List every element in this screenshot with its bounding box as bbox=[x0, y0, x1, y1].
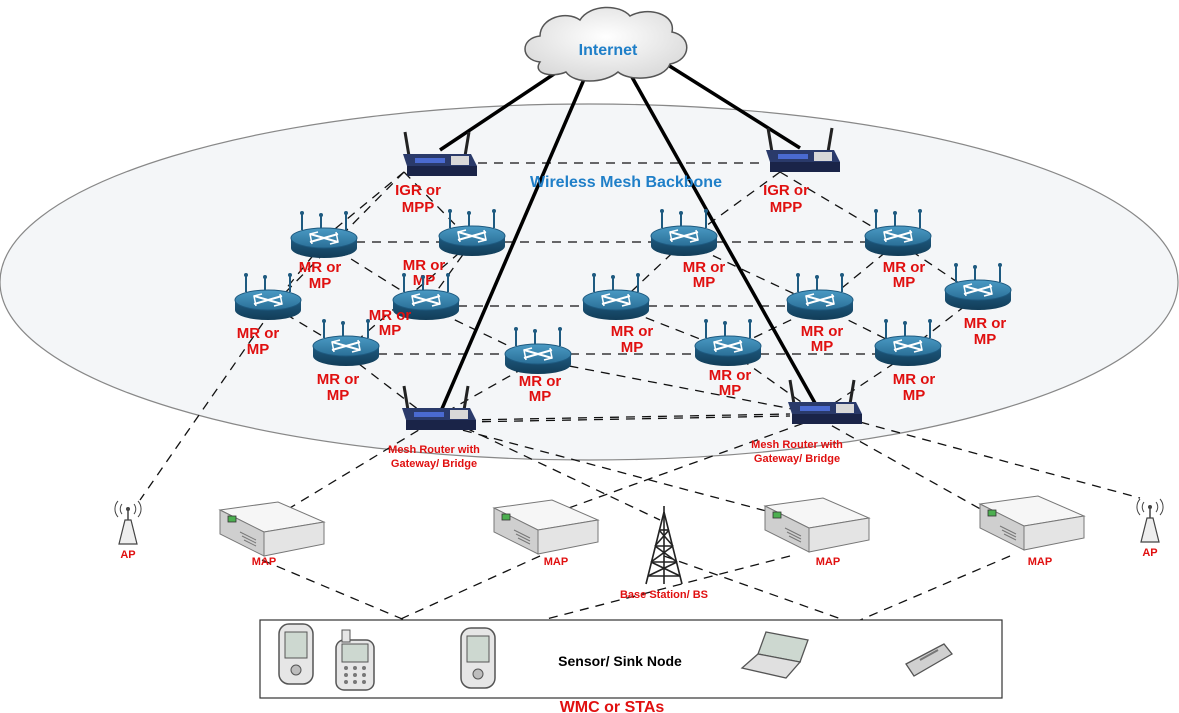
map-device: MAP bbox=[764, 497, 870, 568]
mobile-phone-device bbox=[905, 643, 953, 677]
map-device: MAP bbox=[493, 499, 599, 568]
mesh-backbone-ellipse bbox=[0, 103, 1179, 461]
mesh-router: MR or MP bbox=[944, 262, 1012, 348]
mr-label-line1: MR or bbox=[237, 325, 280, 342]
igr-router-left: IGR or MPP bbox=[395, 130, 479, 216]
mr-label-line2: MP bbox=[621, 339, 644, 356]
mr-label-line1: MR or bbox=[893, 371, 936, 388]
mesh-router: MR or MP bbox=[874, 318, 942, 404]
mr-label-line1: MR or bbox=[369, 307, 412, 324]
mesh-router: MR or MP bbox=[234, 272, 302, 358]
mr-label-line1: MR or bbox=[519, 373, 562, 390]
ap-label: AP bbox=[120, 549, 135, 561]
clients-label: WMC or STAs bbox=[560, 699, 665, 713]
map-device: MAP bbox=[979, 495, 1085, 568]
cell-phone-device bbox=[335, 629, 375, 691]
backbone-label: Wireless Mesh Backbone bbox=[530, 174, 722, 191]
map-label: MAP bbox=[252, 556, 276, 568]
mr-label-line2: MP bbox=[903, 387, 926, 404]
mesh-router: MR or MP bbox=[504, 326, 572, 405]
mr-label-line2: MP bbox=[529, 388, 552, 405]
internet-links bbox=[436, 58, 822, 419]
ap-label: AP bbox=[1142, 547, 1157, 559]
gateway-router-right: Mesh Router with Gateway/ Bridge bbox=[751, 378, 864, 465]
mr-label-line1: MR or bbox=[883, 259, 926, 276]
pda-device bbox=[460, 627, 496, 689]
mesh-router: MR or MP bbox=[582, 272, 654, 356]
base-station-label: Base Station/ BS bbox=[620, 589, 708, 601]
gateway-label-line2: Gateway/ Bridge bbox=[754, 453, 840, 465]
mr-label-line1: MR or bbox=[403, 257, 446, 274]
mr-label-line2: MP bbox=[309, 275, 332, 292]
mr-label-line1: MR or bbox=[709, 367, 752, 384]
gateway-label-line1: Mesh Router with bbox=[388, 444, 480, 456]
clients-box bbox=[259, 619, 1003, 699]
map-label: MAP bbox=[544, 556, 568, 568]
igr-router-right: IGR or MPP bbox=[763, 126, 842, 216]
mr-label-line2: MP bbox=[247, 341, 270, 358]
mesh-router: MR or MP bbox=[403, 208, 506, 289]
pda-device bbox=[278, 623, 314, 685]
igr-label-line1: IGR or bbox=[395, 182, 441, 199]
map-device: MAP bbox=[219, 501, 325, 568]
gateway-label-line2: Gateway/ Bridge bbox=[391, 458, 477, 470]
mr-label-line2: MP bbox=[379, 322, 402, 339]
map-label: MAP bbox=[1028, 556, 1052, 568]
gateway-label-line1: Mesh Router with bbox=[751, 439, 843, 451]
mr-label-line2: MP bbox=[811, 338, 834, 355]
base-station-tower bbox=[645, 506, 683, 585]
mesh-router: MR or MP bbox=[694, 318, 762, 399]
igr-label-line2: MPP bbox=[402, 199, 435, 216]
mr-label-line1: MR or bbox=[317, 371, 360, 388]
access-point-right: AP bbox=[1136, 498, 1164, 559]
sensor-node-label: Sensor/ Sink Node bbox=[558, 653, 682, 669]
mesh-router: MR or MP bbox=[864, 208, 932, 291]
internet-cloud: Internet bbox=[524, 6, 688, 82]
igr-label-line2: MPP bbox=[770, 199, 803, 216]
mesh-router: MR or MP bbox=[369, 272, 460, 339]
mr-label-line2: MP bbox=[693, 274, 716, 291]
igr-label-line1: IGR or bbox=[763, 182, 809, 199]
mr-label-line2: MP bbox=[719, 382, 742, 399]
map-label: MAP bbox=[816, 556, 840, 568]
mesh-router: MR or MP bbox=[290, 210, 358, 292]
mr-label-line1: MR or bbox=[964, 315, 1007, 332]
mr-label-line1: MR or bbox=[683, 259, 726, 276]
mr-label-line1: MR or bbox=[611, 323, 654, 340]
internet-label: Internet bbox=[579, 42, 638, 59]
mesh-router: MR or MP bbox=[786, 272, 854, 355]
access-point-left: AP bbox=[114, 500, 142, 561]
mr-label-line1: MR or bbox=[801, 323, 844, 340]
mr-label-line2: MP bbox=[893, 274, 916, 291]
mr-label-line2: MP bbox=[327, 387, 350, 404]
mr-label-line1: MR or bbox=[299, 259, 342, 276]
laptop-device bbox=[740, 631, 809, 679]
gateway-router-left: Mesh Router with Gateway/ Bridge bbox=[388, 384, 480, 470]
mesh-router: MR or MP bbox=[312, 318, 380, 404]
mesh-router: MR or MP bbox=[650, 208, 726, 291]
mr-label-line2: MP bbox=[974, 331, 997, 348]
